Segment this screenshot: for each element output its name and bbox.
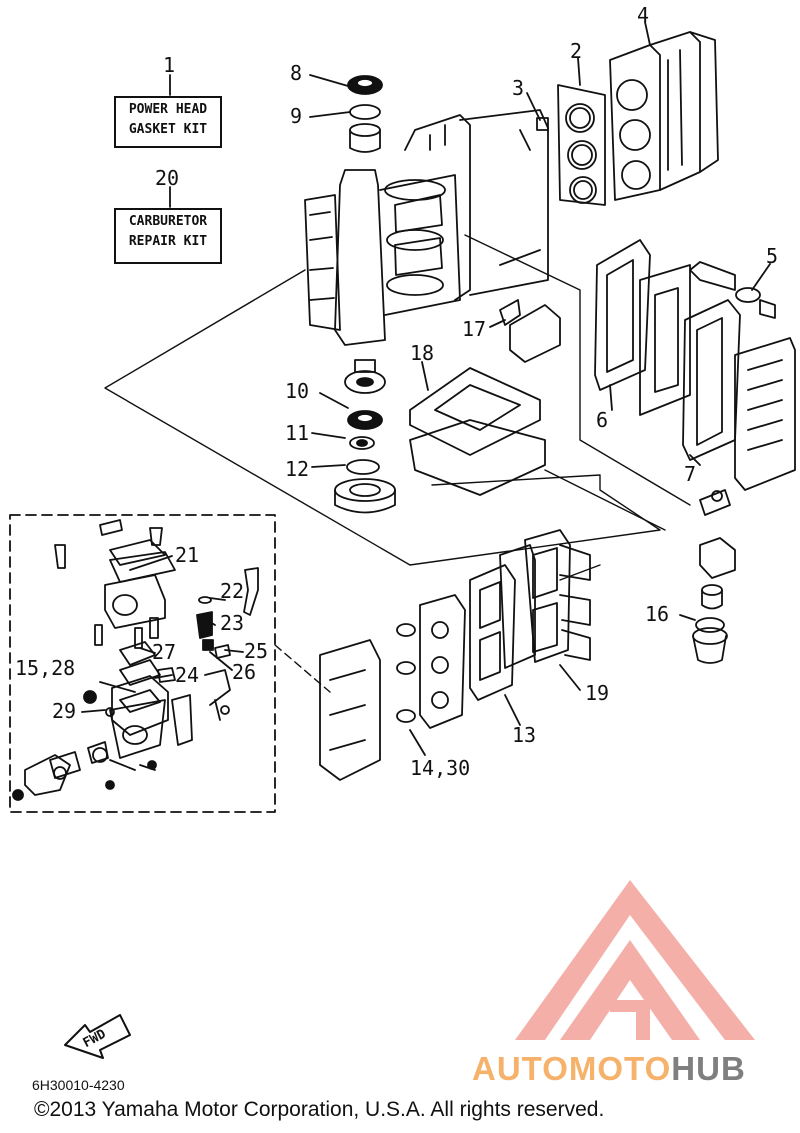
callout-17: 17 bbox=[462, 317, 486, 341]
fwd-arrow bbox=[64, 1014, 131, 1059]
callout-8: 8 bbox=[290, 61, 302, 85]
callout-12: 12 bbox=[285, 457, 309, 481]
callout-4: 4 bbox=[637, 3, 649, 27]
callout-10: 10 bbox=[285, 379, 309, 403]
callout-3: 3 bbox=[512, 76, 524, 100]
callout-23: 23 bbox=[220, 611, 244, 635]
callout-24: 24 bbox=[175, 663, 199, 687]
carburetor-kit-boundary bbox=[9, 514, 276, 813]
callout-1: 1 bbox=[163, 53, 175, 77]
callout-29: 29 bbox=[52, 699, 76, 723]
callout-11: 11 bbox=[285, 421, 309, 445]
diagram-code: 6H30010-4230 bbox=[32, 1077, 125, 1093]
callout-21: 21 bbox=[175, 543, 199, 567]
callout-18: 18 bbox=[410, 341, 434, 365]
kit-1-line-1: POWER HEAD bbox=[128, 102, 208, 117]
carburetor-repair-kit-label: CARBURETOR REPAIR KIT bbox=[114, 208, 222, 264]
brand-part-2: HUB bbox=[671, 1050, 746, 1087]
watermark-brand: AUTOMOTOHUB bbox=[472, 1050, 746, 1088]
brand-part-1: AUTOMOTO bbox=[472, 1050, 672, 1087]
callout-25: 25 bbox=[244, 639, 268, 663]
kit-1-line-2: GASKET KIT bbox=[128, 122, 208, 137]
callout-5: 5 bbox=[766, 244, 778, 268]
callout-16: 16 bbox=[645, 602, 669, 626]
callout-27: 27 bbox=[152, 640, 176, 664]
kit-20-line-1: CARBURETOR bbox=[128, 214, 208, 229]
callout-19: 19 bbox=[585, 681, 609, 705]
callout-26: 26 bbox=[232, 660, 256, 684]
copyright-notice: ©2013 Yamaha Motor Corporation, U.S.A. A… bbox=[34, 1098, 605, 1121]
callout-9: 9 bbox=[290, 104, 302, 128]
callout-7: 7 bbox=[684, 462, 696, 486]
callout-22: 22 bbox=[220, 579, 244, 603]
watermark-logo bbox=[515, 880, 755, 1040]
kit-20-line-2: REPAIR KIT bbox=[128, 234, 208, 249]
callout-20: 20 bbox=[155, 166, 179, 190]
callout-13: 13 bbox=[512, 723, 536, 747]
callout-15-28: 15,28 bbox=[15, 656, 75, 680]
callout-14-30: 14,30 bbox=[410, 756, 470, 780]
callout-6: 6 bbox=[596, 408, 608, 432]
callout-2: 2 bbox=[570, 39, 582, 63]
power-head-gasket-kit-label: POWER HEAD GASKET KIT bbox=[114, 96, 222, 148]
